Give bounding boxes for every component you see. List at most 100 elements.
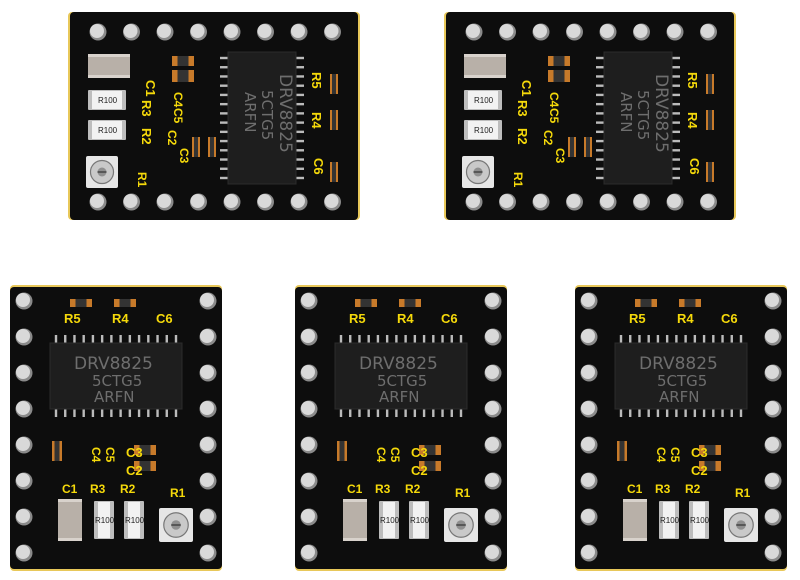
- header-pin-tip: [200, 509, 214, 523]
- chip-text-line-3: ARFN: [659, 388, 700, 406]
- chip-leg: [684, 409, 687, 417]
- resistor-r100: R100: [464, 120, 502, 140]
- label-c5: C5: [547, 108, 561, 124]
- label-c2: C2: [541, 130, 555, 146]
- chip-leg: [596, 112, 604, 115]
- header-pin-tip: [581, 401, 595, 415]
- header-pin-tip: [190, 194, 205, 208]
- header-pin-tip: [200, 365, 214, 379]
- chip-leg: [413, 335, 417, 343]
- label-r4: R4: [677, 311, 694, 326]
- chip-leg: [220, 102, 228, 106]
- header-pin-tip: [600, 194, 614, 208]
- chip-text-line-1: DRV8825: [651, 74, 671, 153]
- chip-text-line-2: 5CTG5: [377, 372, 427, 390]
- capacitor: [58, 499, 82, 541]
- resistor-body: [663, 502, 675, 538]
- chip-leg: [675, 335, 678, 343]
- label-c1: C1: [347, 482, 363, 496]
- capacitor-cap: [343, 499, 367, 502]
- capacitor-c3-body: [139, 445, 151, 455]
- chip-leg: [459, 335, 463, 343]
- header-pin-tip: [485, 293, 499, 307]
- chip-leg: [165, 409, 168, 417]
- label-c2: C2: [126, 463, 143, 478]
- header-pin-tip: [123, 194, 138, 208]
- label-c3: C3: [177, 148, 191, 164]
- chip-leg: [656, 409, 660, 417]
- chip-leg: [64, 409, 67, 417]
- chip-text-line-3: ARFN: [617, 92, 635, 133]
- capacitor-cap: [88, 54, 130, 57]
- header-pin-tip: [291, 24, 305, 38]
- header-pin-tip: [200, 473, 214, 487]
- chip-leg: [137, 335, 141, 343]
- label-r4: R4: [112, 311, 129, 326]
- label-c3: C3: [411, 445, 428, 460]
- capacitor-cap: [464, 54, 506, 57]
- chip-leg: [73, 409, 76, 417]
- label-c6: C6: [687, 158, 702, 175]
- label-r2: R2: [120, 482, 136, 496]
- chip-text-line-3: ARFN: [379, 388, 420, 406]
- header-pin-tip: [157, 24, 171, 38]
- header-pin-tip: [123, 24, 138, 38]
- chip-body: [334, 342, 468, 410]
- chip-leg: [739, 409, 743, 417]
- header-pin-tip: [16, 365, 30, 379]
- header-pin-tip: [485, 509, 499, 523]
- header-pin-tip: [16, 509, 30, 523]
- label-r5: R5: [349, 311, 366, 326]
- label-r4: R4: [397, 311, 414, 326]
- chip-text-line-2: 5CTG5: [92, 372, 142, 390]
- resistor-body: [413, 502, 425, 538]
- chip-leg: [638, 335, 641, 343]
- chip-leg: [730, 335, 733, 343]
- chip-leg: [220, 84, 228, 87]
- chip-leg: [647, 335, 650, 343]
- header-pin-tip: [485, 437, 499, 451]
- header-pin-tip: [257, 24, 272, 38]
- header-pin-tip: [224, 194, 238, 208]
- chip-leg: [296, 56, 304, 60]
- chip-leg: [119, 335, 122, 343]
- resistor-r100: R100: [88, 120, 126, 140]
- chip-text-line-2: 5CTG5: [634, 90, 652, 140]
- chip-leg: [296, 139, 304, 143]
- chip-leg: [712, 335, 715, 343]
- chip-leg: [296, 112, 304, 115]
- label-r3: R3: [90, 482, 106, 496]
- capacitor-cap: [623, 538, 647, 541]
- chip-leg: [165, 335, 168, 343]
- chip-leg: [220, 112, 228, 115]
- chip-leg: [100, 409, 104, 417]
- resistor-marking: R100: [690, 516, 710, 525]
- capacitor-c6-body: [332, 162, 336, 182]
- chip-leg: [647, 409, 650, 417]
- capacitor-c3-body: [424, 445, 436, 455]
- chip-leg: [638, 409, 641, 417]
- chip-body: [603, 51, 673, 185]
- label-r1: R1: [511, 172, 525, 188]
- chip-leg: [339, 335, 343, 343]
- chip-leg: [596, 139, 604, 143]
- capacitor-cap: [623, 499, 647, 502]
- header-pin-tip: [533, 24, 547, 38]
- chip-leg: [413, 409, 417, 417]
- resistor-body: [693, 502, 705, 538]
- chip-leg: [596, 176, 604, 180]
- header-pin-tip: [499, 24, 514, 38]
- chip-leg: [672, 139, 680, 143]
- resistor-marking: R100: [380, 516, 400, 525]
- header-pin-tip: [566, 194, 581, 208]
- header-pin-tip: [301, 329, 315, 343]
- chip-leg: [91, 335, 95, 343]
- chip-leg: [441, 409, 444, 417]
